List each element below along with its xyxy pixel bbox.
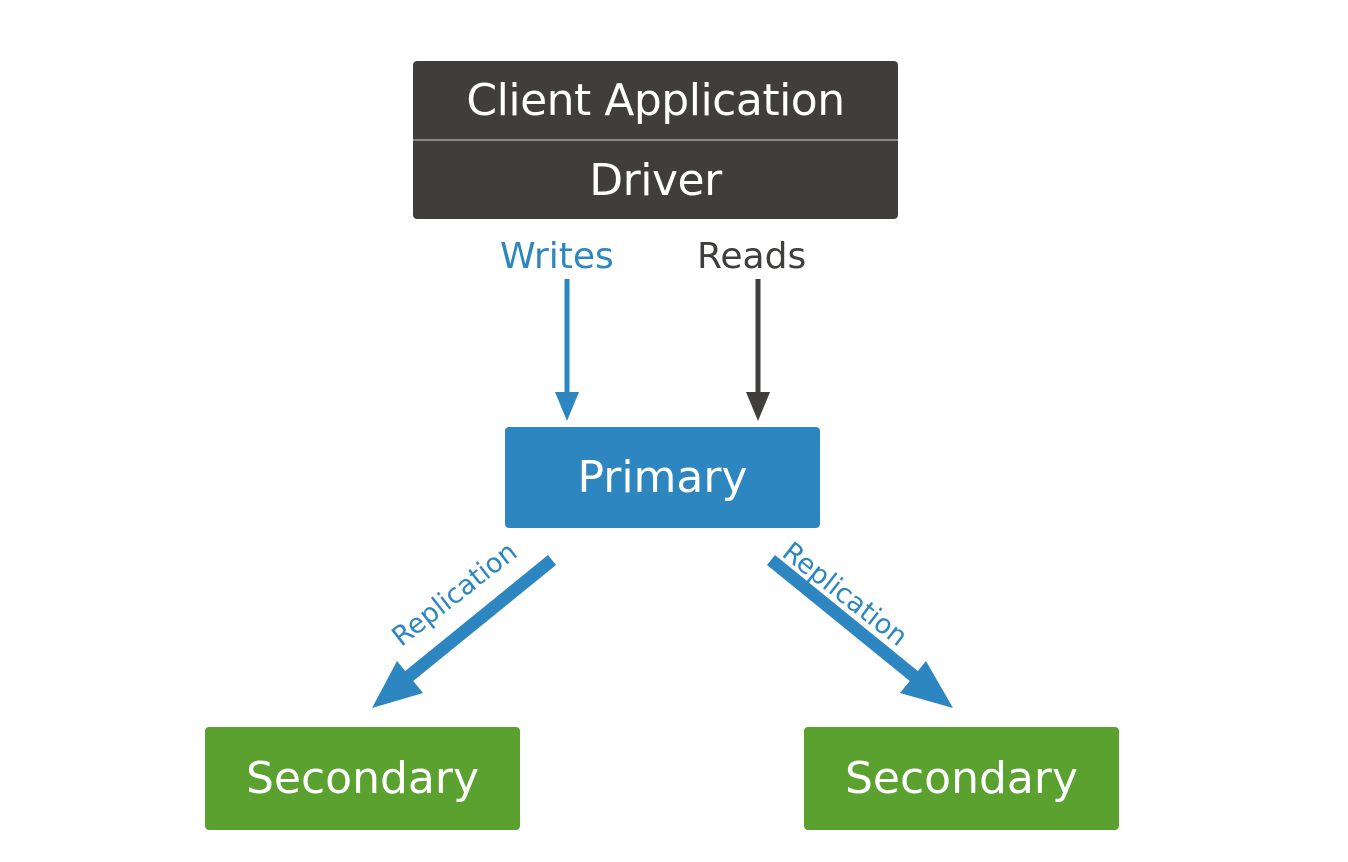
writes-arrow <box>555 279 579 421</box>
reads-label: Reads <box>697 236 807 277</box>
secondary-right-node: Secondary <box>804 727 1119 830</box>
driver-node: Driver <box>589 154 722 206</box>
primary-node: Primary <box>505 427 820 528</box>
stack-divider <box>413 139 898 141</box>
replication-left-arrow <box>372 555 556 708</box>
writes-label: Writes <box>500 236 614 277</box>
secondary-left-node: Secondary <box>205 727 520 830</box>
replication-right-arrow <box>767 555 953 708</box>
client-driver-stack: Client Application Driver <box>413 61 898 219</box>
client-application-node: Client Application <box>466 75 845 126</box>
reads-arrow <box>746 279 770 421</box>
